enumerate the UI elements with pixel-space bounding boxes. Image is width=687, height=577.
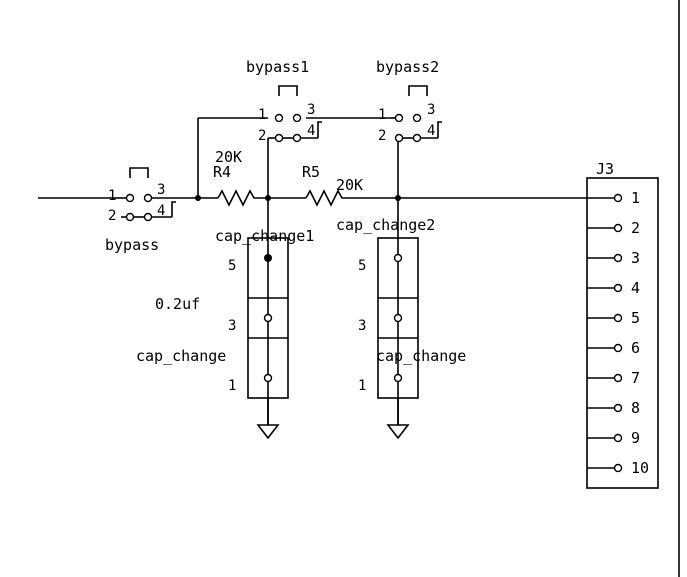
j3-pin-hole (613, 313, 623, 323)
cap1-pin1: 1 (228, 378, 236, 394)
bypass2-pin2: 2 (378, 128, 386, 144)
bypass-pin3: 3 (157, 182, 165, 198)
bypass-pin4: 4 (157, 203, 165, 219)
j3-ref: J3 (596, 160, 614, 178)
cap2-part: cap_change (376, 347, 466, 365)
capacitor-cap-change1: cap_change1 0.2uf cap_change 5 3 1 (136, 227, 314, 440)
j3-pin-hole (613, 343, 623, 353)
r4-value: 20K (215, 148, 242, 166)
j3-pin-number: 3 (631, 249, 640, 267)
bypass1-label: bypass1 (246, 58, 309, 76)
capacitor-cap-change2: cap_change2 cap_change 5 3 1 (336, 216, 466, 440)
bypass-label: bypass (105, 236, 159, 254)
cap1-pin3: 3 (228, 318, 236, 334)
bypass1-pin2: 2 (258, 128, 266, 144)
j3-pin-list: 1 2 3 4 5 6 7 8 9 10 (587, 189, 649, 477)
j3-pin-number: 5 (631, 309, 640, 327)
wires (38, 117, 610, 425)
j3-pin-number: 2 (631, 219, 640, 237)
switch-bypass: bypass 1 2 3 4 (105, 167, 176, 254)
j3-pin-number: 6 (631, 339, 640, 357)
cap2-pin3: 3 (358, 318, 366, 334)
r5-value: 20K (336, 176, 363, 194)
j3-pin-hole (613, 403, 623, 413)
j3-pin-number: 7 (631, 369, 640, 387)
j3-pin-number: 10 (631, 459, 649, 477)
cap1-value: 0.2uf (155, 295, 200, 313)
j3-pin-number: 9 (631, 429, 640, 447)
j3-pin-hole (613, 433, 623, 443)
switch-bypass2: bypass2 1 2 3 4 (376, 58, 442, 144)
bypass1-pin4: 4 (307, 123, 315, 139)
j3-pin-number: 8 (631, 399, 640, 417)
j3-pin-hole (613, 283, 623, 293)
bypass2-label: bypass2 (376, 58, 439, 76)
j3-pin-hole (613, 373, 623, 383)
cap2-pin1: 1 (358, 378, 366, 394)
bypass1-pin1: 1 (258, 107, 266, 123)
cap2-ref: cap_change2 (336, 216, 435, 234)
j3-pin-number: 1 (631, 189, 640, 207)
bypass2-pin4: 4 (427, 123, 435, 139)
bypass2-pin1: 1 (378, 107, 386, 123)
cap1-part: cap_change (136, 347, 226, 365)
connector-j3: J3 1 2 3 4 5 6 7 8 9 10 (586, 160, 659, 489)
j3-pin-hole (613, 223, 623, 233)
r4-ref: R4 (213, 163, 231, 181)
resistor-r5: R5 20K (302, 163, 363, 207)
ground-icon (256, 424, 280, 440)
switch-bypass1: bypass1 1 2 3 4 (246, 58, 322, 144)
ground-icon (386, 424, 410, 440)
r5-ref: R5 (302, 163, 320, 181)
cap2-pin5: 5 (358, 258, 366, 274)
bypass-pin1: 1 (108, 188, 116, 204)
j3-pin-number: 4 (631, 279, 640, 297)
bypass-pin2: 2 (108, 208, 116, 224)
j3-pin-hole (613, 463, 623, 473)
j3-pin-hole (613, 253, 623, 263)
cap1-ref: cap_change1 (215, 227, 314, 245)
bypass1-pin3: 3 (307, 102, 315, 118)
cap1-pin5: 5 (228, 258, 236, 274)
j3-pin-hole (613, 193, 623, 203)
resistor-r4: 20K R4 (213, 148, 258, 207)
bypass2-pin3: 3 (427, 102, 435, 118)
